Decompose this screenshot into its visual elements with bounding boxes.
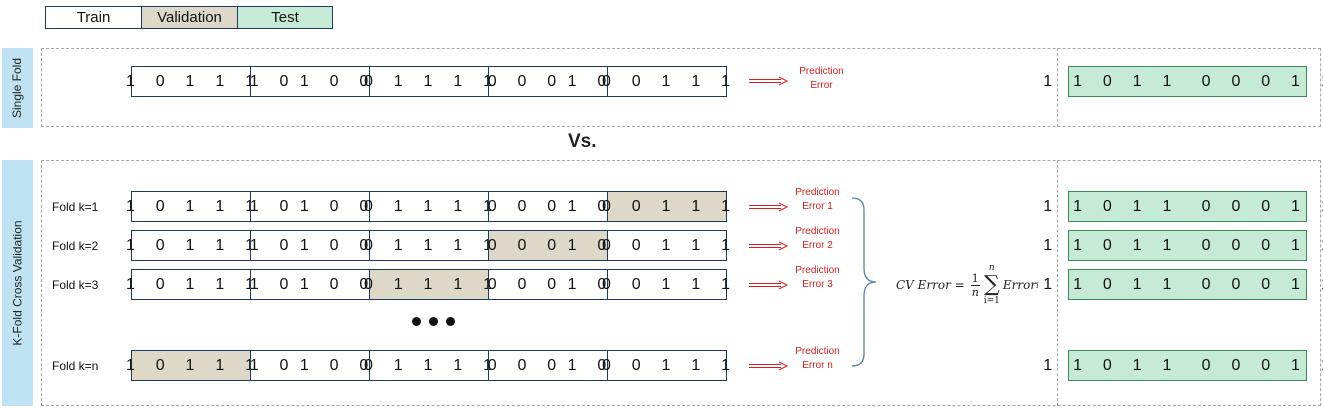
validation-segment: 1 0 1 1 1: [126, 350, 254, 381]
train-segment: 0 0 1 1 1: [602, 230, 730, 261]
train-segment: 0 0 0 1 0: [488, 191, 608, 222]
train-segment: 1 0 1 1 1: [126, 191, 254, 222]
single-test-box: 1 1 0 1 1 0 0 0 1 1: [1043, 66, 1323, 97]
fold-label: Fold k=2: [52, 239, 99, 253]
validation-segment: 0 1 1 1 1: [364, 269, 492, 300]
kfold-label: K-Fold Cross Validation: [2, 160, 33, 406]
validation-segment: 0 0 1 1 1: [602, 191, 730, 222]
legend-validation: Validation: [141, 6, 238, 29]
train-segment: 1 0 1 0 0: [250, 269, 370, 300]
ellipsis-dot: [429, 317, 438, 326]
ellipsis-dot: [412, 317, 421, 326]
single-fold-panel: [41, 48, 1321, 127]
fold-label: Fold k=3: [52, 278, 99, 292]
fold-test-box: 1 1 0 1 1 0 0 0 1 1: [1043, 230, 1323, 261]
train-segment: 1 0 1 0 0: [250, 350, 370, 381]
brace-icon: [851, 197, 877, 367]
train-segment: 1 0 1 0 0: [250, 66, 370, 97]
train-segment: 0 1 1 1 1: [364, 350, 492, 381]
legend-test: Test: [237, 6, 333, 29]
fold-test-box: 1 1 0 1 1 0 0 0 1 1: [1043, 350, 1323, 381]
fold-label: Fold k=1: [52, 200, 99, 214]
train-segment: 0 0 1 1 1: [602, 269, 730, 300]
train-segment: 0 0 0 1 0: [488, 350, 608, 381]
arrow-icon: [749, 76, 789, 86]
single-fold-divider: [1057, 48, 1058, 127]
vs-label: Vs.: [568, 131, 597, 152]
arrow-icon: [749, 361, 789, 371]
arrow-icon: [749, 202, 789, 212]
train-segment: 0 0 0 1 0: [488, 269, 608, 300]
train-segment: 1 0 1 1 1: [126, 230, 254, 261]
arrow-icon: [749, 241, 789, 251]
legend-train: Train: [45, 6, 142, 29]
train-segment: 1 0 1 0 0: [250, 191, 370, 222]
train-segment: 0 0 0 1 0: [488, 66, 608, 97]
kfold-panel: [41, 160, 1321, 406]
train-segment: 0 1 1 1 1: [364, 191, 492, 222]
train-segment: 0 0 1 1 1: [602, 66, 730, 97]
fold-test-box: 1 1 0 1 1 0 0 0 1 1: [1043, 269, 1323, 300]
ellipsis-dot: [446, 317, 455, 326]
arrow-icon: [749, 280, 789, 290]
kfold-divider: [1057, 160, 1058, 406]
train-segment: 1 0 1 1 1: [126, 269, 254, 300]
train-segment: 0 1 1 1 1: [364, 230, 492, 261]
train-segment: 0 0 1 1 1: [602, 350, 730, 381]
single-fold-label: Single Fold: [2, 48, 33, 128]
train-segment: 1 0 1 0 0: [250, 230, 370, 261]
fold-test-box: 1 1 0 1 1 0 0 0 1 1: [1043, 191, 1323, 222]
fold-label: Fold k=n: [52, 359, 99, 373]
validation-segment: 0 0 0 1 0: [488, 230, 608, 261]
train-segment: 1 0 1 1 1: [126, 66, 254, 97]
train-segment: 0 1 1 1 1: [364, 66, 492, 97]
